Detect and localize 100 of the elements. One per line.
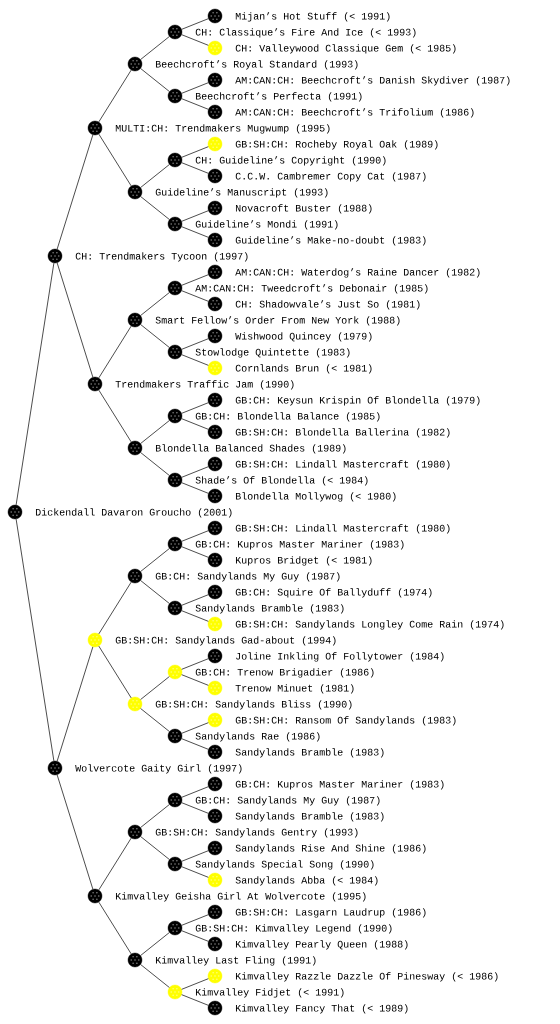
dog-name: Smart Fellow’s Order From New York (1988)	[155, 316, 400, 326]
tree-node	[207, 328, 223, 344]
dog-name: CH: Classique’s Fire And Ice (< 1993)	[195, 28, 416, 38]
tree-node	[207, 8, 223, 24]
connector-line	[181, 226, 209, 238]
tree-node	[207, 808, 223, 824]
tree-node	[207, 584, 223, 600]
tree-node	[167, 216, 183, 232]
connector-line	[98, 325, 132, 379]
connector-line	[181, 722, 209, 734]
tree-node	[207, 136, 223, 152]
dog-name: CH: Trendmakers Tycoon (1997)	[75, 252, 248, 262]
dog-name: AM:CAN:CH: Tweedcroft’s Debonair (1985)	[195, 284, 428, 294]
tree-node	[207, 712, 223, 728]
connector-line	[181, 802, 209, 814]
connector-line	[181, 914, 209, 926]
dog-name: C.C.W. Cambremer Copy Cat (1987)	[235, 172, 426, 182]
tree-node	[207, 200, 223, 216]
connector-line	[140, 836, 170, 860]
dog-name: Kimvalley Last Fling (1991)	[156, 956, 316, 966]
connector-line	[181, 594, 209, 606]
connector-line	[140, 164, 170, 188]
dog-name: Joline Inkling Of Follytower (1984)	[236, 652, 444, 662]
tree-node	[167, 600, 183, 616]
connector-line	[181, 482, 209, 494]
dog-name: Kimvalley Geisha Girl At Wolvercote (1995)	[116, 892, 366, 902]
dog-name: Wolvercote Gaity Girl (1997)	[75, 764, 242, 774]
tree-node	[207, 904, 223, 920]
tree-node	[167, 728, 183, 744]
tree-node	[207, 680, 223, 696]
tree-node	[207, 424, 223, 440]
connector-line	[140, 548, 170, 572]
dog-name: GB:SH:CH: Ransom Of Sandylands (1983)	[235, 716, 456, 726]
tree-node	[207, 936, 223, 952]
tree-node	[207, 232, 223, 248]
dog-name: Sandylands Rae (1986)	[195, 732, 320, 742]
connector-line	[98, 837, 132, 891]
dog-name: Sandylands Abba (< 1984)	[235, 876, 378, 886]
dog-name: GB:SH:CH: Rocheby Royal Oak (1989)	[235, 140, 438, 150]
dog-name: Trendmakers Traffic Jam (1990)	[115, 380, 294, 390]
dog-name: Kimvalley Fidjet (< 1991)	[196, 988, 344, 998]
tree-node	[7, 504, 23, 520]
dog-name: GB:SH:CH: Kimvalley Legend (1990)	[195, 924, 392, 934]
tree-node	[167, 24, 183, 40]
tree-node	[47, 760, 63, 776]
tree-node	[167, 408, 183, 424]
dog-name: GB:CH: Keysun Krispin Of Blondella (1979)	[235, 396, 480, 406]
dog-name: AM:CAN:CH: Waterdog’s Raine Dancer (1982)	[235, 268, 480, 278]
dog-name: CH: Guideline’s Copyright (1990)	[195, 156, 386, 166]
dog-name: Beechcroft’s Perfecta (1991)	[196, 92, 362, 102]
tree-node	[87, 632, 103, 648]
dog-name: Guideline’s Mondi (1991)	[195, 220, 338, 230]
dog-name: Cornlands Brun (< 1981)	[235, 364, 372, 374]
tree-node	[207, 296, 223, 312]
tree-node	[127, 184, 143, 200]
dog-name: GB:CH: Trenow Brigadier (1986)	[195, 668, 374, 678]
dog-name: GB:SH:CH: Lindall Mastercraft (1980)	[235, 524, 450, 534]
tree-node	[207, 40, 223, 56]
tree-node	[87, 376, 103, 392]
connector-line	[181, 866, 209, 878]
connector-line	[140, 580, 170, 604]
tree-node	[167, 920, 183, 936]
dog-name: Sandylands Rise And Shine (1986)	[235, 844, 426, 854]
connector-line	[56, 262, 94, 378]
tree-node	[127, 696, 143, 712]
dog-name: Blondella Mollywog (< 1980)	[236, 492, 396, 502]
tree-node	[207, 520, 223, 536]
connector-line	[56, 774, 94, 890]
connector-line	[98, 645, 132, 699]
dog-name: MULTI:CH: Trendmakers Mugwump (1995)	[115, 124, 330, 134]
tree-node	[207, 776, 223, 792]
dog-name: GB:SH:CH: Sandylands Gad-about (1994)	[115, 636, 336, 646]
connector-line	[181, 338, 209, 350]
connector-line	[140, 964, 170, 988]
connector-line	[140, 804, 170, 828]
connector-line	[181, 418, 209, 430]
connector-line	[181, 978, 209, 990]
connector-line	[181, 34, 209, 46]
tree-node	[207, 872, 223, 888]
dog-name: CH: Valleywood Classique Gem (< 1985)	[235, 44, 456, 54]
dog-name: GB:SH:CH: Blondella Ballerina (1982)	[235, 428, 450, 438]
tree-node	[207, 456, 223, 472]
dog-name: Kimvalley Fancy That (< 1989)	[236, 1004, 408, 1014]
tree-node	[207, 360, 223, 376]
tree-node	[167, 856, 183, 872]
dog-name: Kupros Bridget (< 1981)	[236, 556, 372, 566]
connector-line	[181, 162, 209, 174]
dog-name: Shade’s Of Blondella (< 1984)	[195, 476, 368, 486]
connector-line	[140, 196, 170, 220]
dog-name: GB:CH: Blondella Balance (1985)	[195, 412, 380, 422]
connector-line	[181, 546, 209, 558]
dog-name: Stowlodge Quintette (1983)	[195, 348, 350, 358]
connector-line	[140, 292, 170, 316]
connector-line	[181, 786, 209, 798]
connector-line	[98, 133, 132, 187]
dog-name: GB:CH: Squire Of Ballyduff (1974)	[235, 588, 432, 598]
connector-line	[181, 466, 209, 478]
tree-node	[207, 72, 223, 88]
tree-node	[127, 440, 143, 456]
dog-name: Dickendall Davaron Groucho (2001)	[36, 508, 232, 518]
